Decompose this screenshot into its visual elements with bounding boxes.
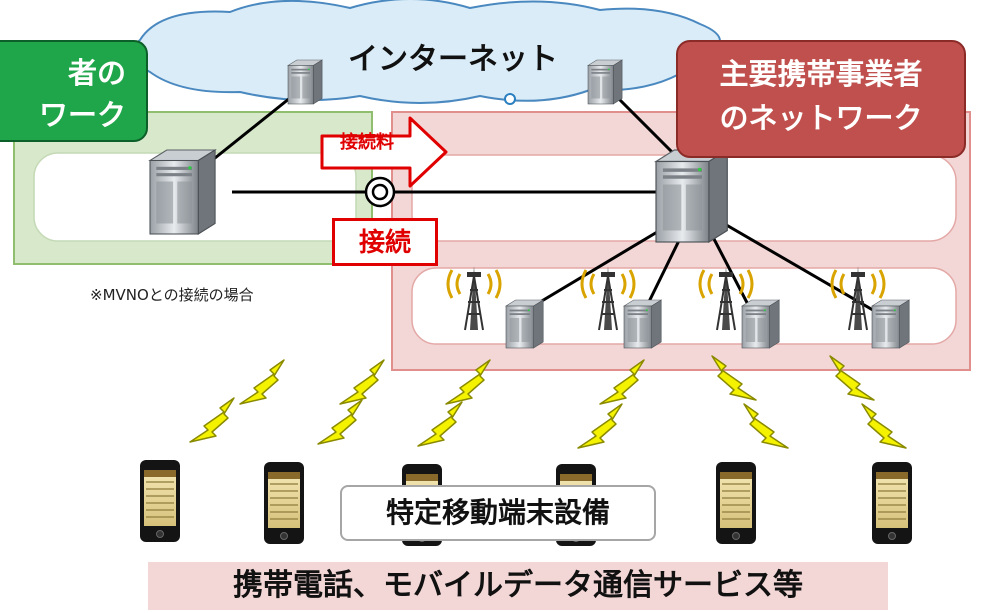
mvno-note: ※MVNOとの接続の場合 bbox=[90, 286, 254, 304]
mvno-network-label: 者の ワーク bbox=[0, 40, 148, 142]
connection-label: 接続 bbox=[332, 218, 438, 266]
internet-label: インターネット bbox=[348, 42, 558, 77]
server-icon bbox=[149, 149, 216, 235]
major-carrier-network-label: 主要携帯事業者 のネットワーク bbox=[676, 40, 966, 158]
services-label: 携帯電話、モバイルデータ通信サービス等 bbox=[148, 562, 888, 610]
arrow-right-icon bbox=[320, 116, 448, 188]
connection-fee-label: 接続料 bbox=[340, 132, 394, 153]
terminal-equipment-label: 特定移動端末設備 bbox=[340, 485, 656, 541]
interconnect-symbol-icon bbox=[364, 176, 396, 208]
